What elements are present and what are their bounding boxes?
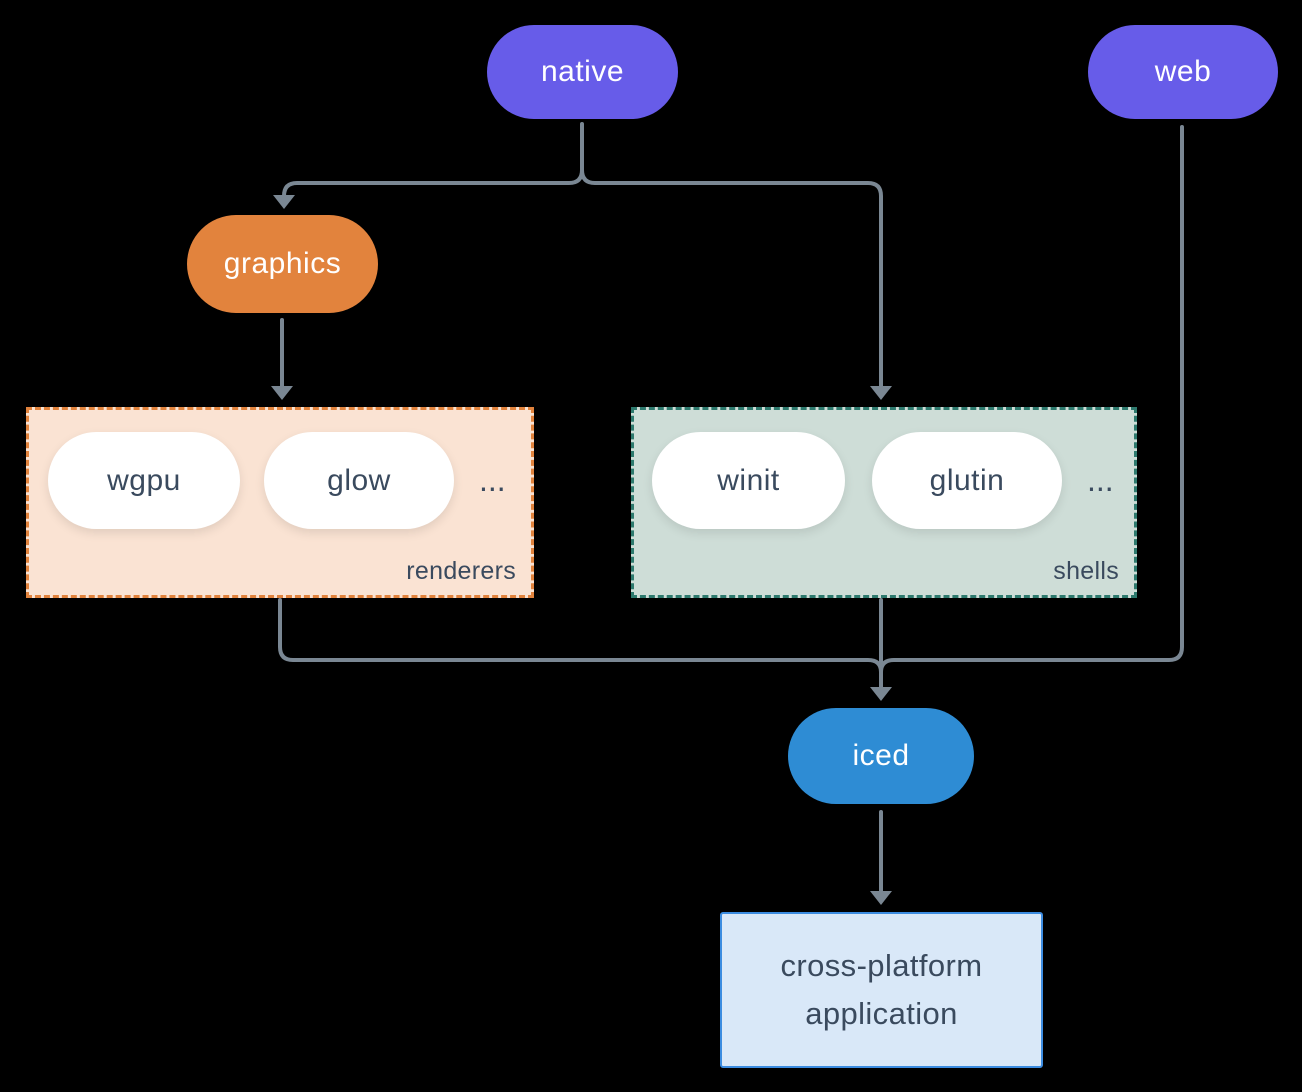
node-glow: glow — [264, 432, 454, 529]
arrow-down-icon — [271, 386, 293, 400]
application-label-line1: cross-platform — [780, 947, 983, 983]
arrow-down-icon — [273, 195, 295, 209]
node-cross-platform-application: cross-platform application — [720, 912, 1043, 1068]
renderers-ellipsis: ... — [479, 462, 506, 498]
renderers-label: renderers — [406, 557, 516, 585]
arrow-down-icon — [870, 687, 892, 701]
shells-label: shells — [1053, 557, 1119, 585]
connector-renderers-to-merge — [278, 598, 883, 674]
connector-native-to-graphics — [282, 168, 584, 199]
node-web: web — [1088, 25, 1278, 119]
shells-ellipsis: ... — [1087, 462, 1114, 498]
node-iced: iced — [788, 708, 974, 804]
application-label-line2: application — [805, 996, 958, 1031]
group-shells: winit glutin ... shells — [631, 407, 1137, 598]
arrow-down-icon — [870, 891, 892, 905]
connector-native-to-shells — [580, 168, 883, 389]
node-glutin: glutin — [872, 432, 1062, 529]
arrow-down-icon — [870, 386, 892, 400]
node-native: native — [487, 25, 678, 119]
node-wgpu: wgpu — [48, 432, 240, 529]
node-graphics: graphics — [187, 215, 378, 313]
group-renderers: wgpu glow ... renderers — [26, 407, 534, 598]
node-winit: winit — [652, 432, 845, 529]
